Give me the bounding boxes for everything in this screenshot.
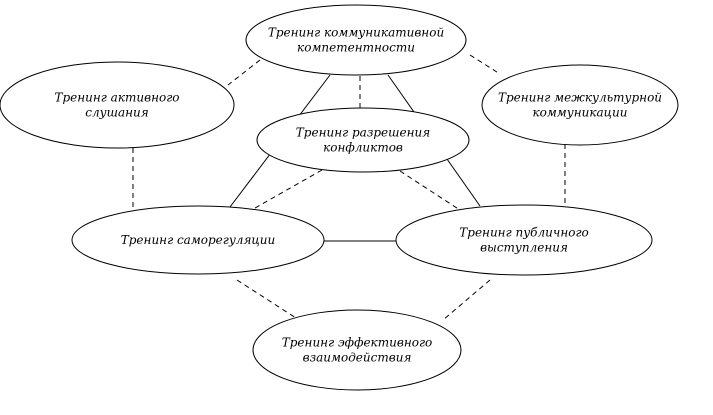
edge-communicative-to-intercultural: [469, 54, 501, 75]
nodes-layer: Тренинг коммуникативнойкомпетентностиТре…: [0, 4, 679, 391]
node-label-conflict-line-1: Тренинг разрешения: [296, 126, 430, 140]
node-label-communicative-line-2: компетентности: [297, 41, 415, 55]
node-label-public-speaking-line-1: Тренинг публичного: [459, 226, 588, 240]
node-label-intercultural-line-2: коммуникации: [532, 106, 627, 120]
node-ellipse-intercultural: [481, 64, 679, 146]
node-label-active-listening-line-2: слушания: [85, 106, 148, 120]
node-label-public-speaking-line-2: выступления: [480, 241, 568, 255]
node-label-interaction-line-2: взаимодействия: [303, 351, 412, 365]
node-label-conflict-line-2: конфликтов: [323, 141, 403, 155]
node-ellipse-active-listening: [0, 61, 235, 149]
edge-communicative-to-active-listening: [227, 59, 261, 86]
edge-self-regulation-to-interaction: [236, 279, 297, 319]
node-ellipse-interaction: [252, 309, 462, 391]
node-ellipse-self-regulation: [71, 205, 325, 275]
node-self-regulation: Тренинг саморегуляции: [71, 205, 325, 275]
node-ellipse-communicative: [245, 4, 467, 76]
node-label-self-regulation-line-1: Тренинг саморегуляции: [121, 233, 275, 247]
node-ellipse-conflict: [256, 107, 470, 173]
node-label-intercultural-line-1: Тренинг межкультурной: [498, 91, 662, 105]
node-label-active-listening-line-1: Тренинг активного: [54, 91, 179, 105]
node-ellipse-public-speaking: [395, 204, 653, 276]
edge-conflict-to-public-speaking: [399, 170, 464, 213]
node-label-communicative-line-1: Тренинг коммуникативной: [268, 26, 444, 40]
edge-public-speaking-to-interaction: [442, 279, 491, 321]
node-label-interaction-line-1: Тренинг эффективного: [282, 336, 433, 350]
edge-conflict-to-self-regulation: [247, 169, 323, 213]
